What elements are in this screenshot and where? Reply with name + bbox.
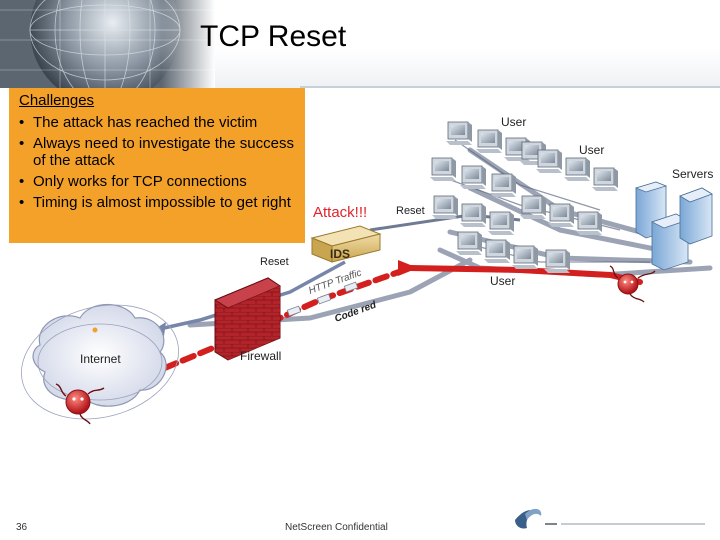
challenges-list: The attack has reached the victim Always… [19,114,297,211]
code-red-label: Code red [333,299,378,324]
workstation-icon [512,245,538,269]
workstation-icon [460,203,486,227]
server-icon [679,187,713,245]
header-rule [300,86,720,88]
user-mid-label: User [579,143,604,157]
challenges-heading: Challenges [19,92,95,109]
worm-virus-icon [55,383,105,425]
worm-virus-icon [609,265,656,303]
netscreen-logo-icon [515,508,705,529]
reset-ids-label: Reset [396,205,425,217]
firewall-icon [213,277,282,361]
workstation-icon [548,203,574,227]
workstation-icon [430,157,456,181]
globe-icon [0,0,215,88]
challenges-box: Challenges The attack has reached the vi… [9,88,305,243]
workstation-icon [592,167,618,191]
servers-label: Servers [672,167,713,181]
workstation-icon [456,231,482,255]
workstation-icon [432,195,458,219]
ids-label: IDS [330,247,350,261]
attack-label: Attack!!! [313,204,367,221]
challenge-item: Always need to investigate the success o… [19,135,297,169]
ids-appliance-icon [310,225,382,263]
workstation-icon [484,239,510,263]
challenge-item: Timing is almost impossible to get right [19,194,297,211]
attack-arrowhead [398,260,418,276]
workstation-icon [476,129,502,153]
slide-title: TCP Reset [200,20,347,53]
challenge-item: Only works for TCP connections [19,173,297,190]
internet-cloud-icon [21,304,179,420]
workstation-icon [564,157,590,181]
workstation-icon [460,165,486,189]
footer-confidential: NetScreen Confidential [285,522,388,533]
server-icon [650,213,690,271]
user-top-label: User [501,115,526,129]
challenge-item: The attack has reached the victim [19,114,297,131]
workstation-icon [488,211,514,235]
workstation-icon [536,149,562,173]
internet-label: Internet [80,352,121,366]
workstation-group [430,121,618,273]
workstation-icon [576,211,602,235]
reset-internet-label: Reset [260,256,289,268]
workstation-icon [446,121,472,145]
user-bottom-label: User [490,274,515,288]
firewall-label: Firewall [240,349,281,363]
workstation-icon [520,195,546,219]
workstation-icon [544,249,570,273]
workstation-icon [490,173,516,197]
page-number: 36 [16,522,28,533]
packet-icons [286,281,359,317]
